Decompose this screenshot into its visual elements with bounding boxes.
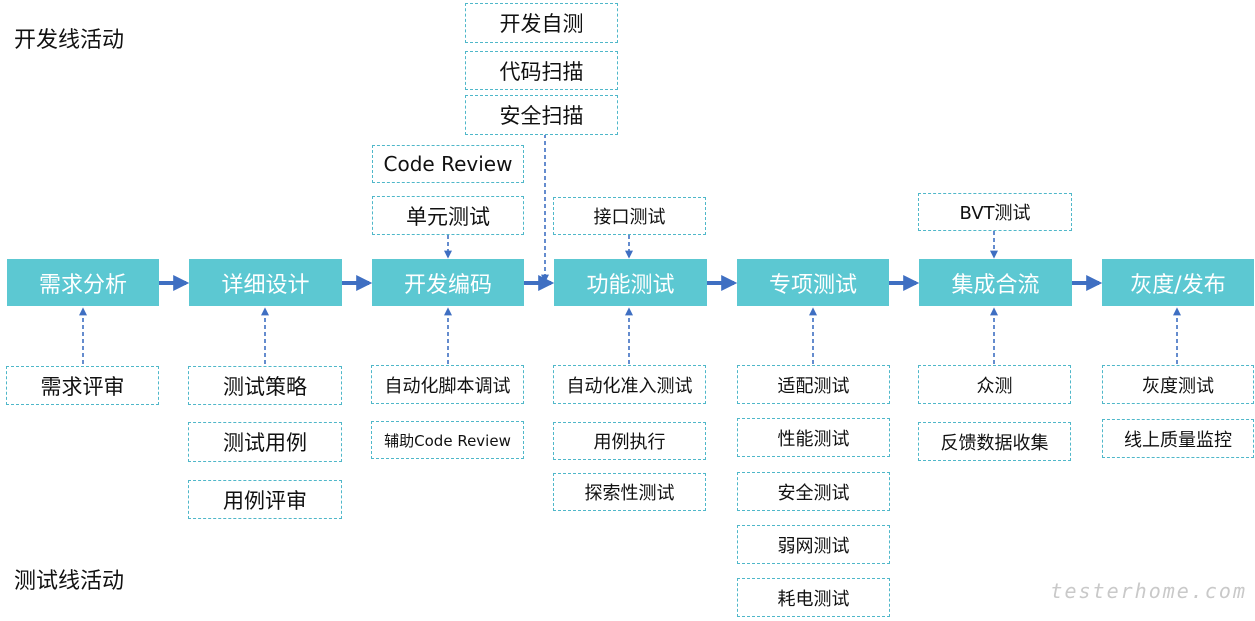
stage-detailed-design: 详细设计 (189, 259, 342, 306)
feedback-data-collection-box: 反馈数据收集 (918, 422, 1071, 461)
code-review-box: Code Review (372, 145, 524, 183)
case-execution-box: 用例执行 (553, 422, 706, 460)
test-lane-label: 测试线活动 (14, 569, 125, 594)
power-consumption-test-box: 耗电测试 (737, 578, 890, 617)
crowd-test-box: 众测 (918, 365, 1071, 404)
activity-dashed-arrows (79, 134, 1181, 364)
security-scan-box: 安全扫描 (465, 95, 618, 135)
compatibility-test-box: 适配测试 (737, 365, 890, 404)
test-cases-box: 测试用例 (188, 422, 342, 462)
gray-test-box: 灰度测试 (1102, 365, 1254, 404)
weak-network-test-box: 弱网测试 (737, 525, 890, 564)
interface-test-box: 接口测试 (553, 197, 706, 235)
dev-self-test-box: 开发自测 (465, 3, 618, 43)
bvt-test-box: BVT测试 (918, 193, 1072, 231)
stage-integration-merge: 集成合流 (919, 259, 1072, 306)
dev-lane-label: 开发线活动 (14, 28, 125, 53)
test-strategy-box: 测试策略 (188, 366, 342, 405)
stage-requirements-analysis: 需求分析 (7, 259, 159, 306)
stage-special-testing: 专项测试 (737, 259, 889, 306)
stage-development-coding: 开发编码 (372, 259, 524, 306)
automation-script-debug-box: 自动化脚本调试 (371, 365, 524, 404)
exploratory-test-box: 探索性测试 (553, 473, 706, 511)
stage-gray-release: 灰度/发布 (1102, 259, 1254, 306)
assist-code-review-box: 辅助Code Review (371, 421, 524, 459)
stage-functional-testing: 功能测试 (554, 259, 707, 306)
performance-test-box: 性能测试 (737, 418, 890, 457)
requirements-review-box: 需求评审 (6, 366, 159, 405)
online-quality-monitoring-box: 线上质量监控 (1102, 419, 1254, 458)
security-test-box: 安全测试 (737, 472, 890, 511)
automation-admission-test-box: 自动化准入测试 (553, 365, 706, 404)
code-scan-box: 代码扫描 (465, 51, 618, 90)
watermark: testerhome.com (1050, 579, 1247, 603)
case-review-box: 用例评审 (188, 480, 342, 519)
unit-test-box: 单元测试 (372, 196, 524, 235)
